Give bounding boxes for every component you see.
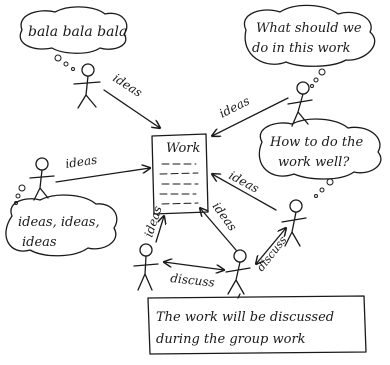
arrow-bottom-right: ideas <box>200 200 240 251</box>
arrow-discuss-bottom: discuss <box>164 262 224 290</box>
bubble-top-left: bala bala bala <box>19 6 128 71</box>
thought-dot <box>18 184 26 192</box>
bubble-text: ideas, ideas, <box>18 215 100 230</box>
thought-dot <box>318 68 326 76</box>
thought-dot <box>314 194 318 198</box>
person-top-left <box>73 63 101 109</box>
person-top-right <box>287 81 313 127</box>
document-title: Work <box>166 141 201 156</box>
arrow-label: ideas <box>110 71 144 100</box>
bubble-text: How to do the <box>269 135 363 150</box>
thought-dot <box>14 201 18 205</box>
bubble-right: How to do the work well? <box>258 118 382 198</box>
arrow-discuss-right: discuss <box>254 228 290 274</box>
work-document: Work <box>151 133 209 215</box>
thought-dot <box>313 77 319 83</box>
thought-dot <box>310 84 314 88</box>
arrow-top-right: ideas <box>212 94 289 136</box>
arrow-label: ideas <box>142 204 165 239</box>
person-bottom-left <box>133 243 159 291</box>
thought-dot <box>54 54 62 62</box>
bubble-text: What should we <box>256 21 362 36</box>
thought-dot <box>15 193 21 199</box>
bubble-top-right: What should we do in this work <box>243 4 376 88</box>
note-line: during the group work <box>156 332 306 347</box>
arrow-left: ideas <box>55 153 150 183</box>
bubble-text: bala bala bala <box>28 24 127 40</box>
thought-dot <box>319 187 325 193</box>
arrow-label: ideas <box>210 200 240 234</box>
bubble-left: ideas, ideas, ideas <box>5 184 118 257</box>
thought-dot <box>326 178 334 186</box>
arrow-label: ideas <box>64 153 98 171</box>
arrow-top-left: ideas <box>103 71 160 128</box>
note-line: The work will be discussed <box>156 310 334 325</box>
arrow-label: ideas <box>217 94 252 121</box>
bubble-text: work well? <box>278 155 350 170</box>
arrow-label: discuss <box>254 233 290 273</box>
note-box: The work will be discussed during the gr… <box>147 295 367 355</box>
arrow-label: discuss <box>170 271 216 290</box>
bubble-text: do in this work <box>252 41 351 56</box>
thought-dot <box>63 61 69 67</box>
arrow-bottom-left: ideas <box>142 204 165 243</box>
person-bottom-right <box>225 249 251 295</box>
person-right <box>281 199 307 247</box>
thought-dot <box>71 67 75 71</box>
bubble-text: ideas <box>22 235 57 250</box>
person-left <box>29 157 55 201</box>
